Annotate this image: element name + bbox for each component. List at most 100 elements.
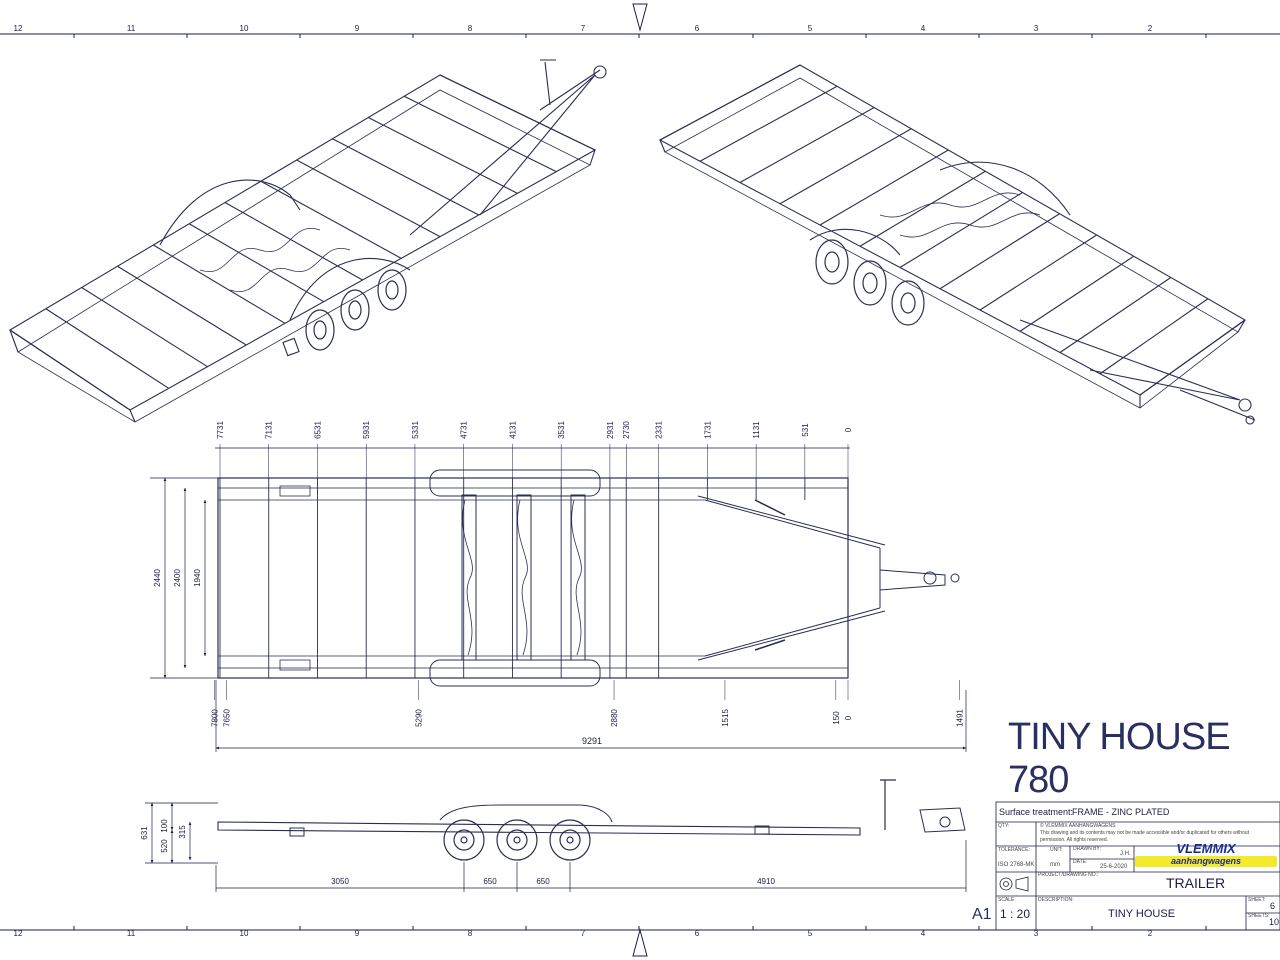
- sheet-label: SHEET:: [1248, 897, 1266, 903]
- top-dim-label: 5931: [362, 421, 371, 439]
- iso-cross-member: [188, 223, 325, 303]
- bottom-dim-label: 5290: [414, 709, 423, 727]
- iso-cross-member: [659, 64, 801, 141]
- top-dim-label: 2931: [606, 421, 615, 439]
- column-label-bottom: 6: [695, 929, 700, 938]
- bottom-dim-label: 150: [832, 711, 841, 725]
- iso-cross-member: [859, 170, 986, 247]
- copyright-line2: This drawing and its contents may not be…: [1040, 830, 1250, 836]
- top-dim-label: 6531: [313, 421, 322, 439]
- iso-cross-member: [117, 265, 247, 346]
- overall-length-label: 9291: [582, 736, 602, 746]
- iso-cross-member: [296, 159, 441, 238]
- width-dim-label: 2440: [153, 569, 162, 587]
- iso-cross-member: [9, 329, 131, 411]
- column-label-bottom: 4: [921, 929, 926, 938]
- bottom-dim-label: 7800: [210, 709, 219, 727]
- side-height-label: 100: [160, 819, 169, 833]
- project-label: PROJECT/DRAWING NO.:: [1038, 872, 1099, 878]
- iso-cross-member: [153, 244, 286, 324]
- iso-cross-member: [1139, 319, 1246, 396]
- column-label-top: 5: [808, 24, 813, 33]
- description-label: DESCRIPTION:: [1038, 897, 1074, 903]
- side-length-label: 650: [483, 877, 497, 886]
- iso-cross-member: [81, 287, 208, 368]
- column-label-top: 8: [468, 24, 473, 33]
- side-length-label: 3050: [331, 877, 349, 886]
- column-label-bottom: 5: [808, 929, 813, 938]
- date-value: 25-6-2020: [1100, 864, 1128, 870]
- top-dim-label: 1731: [703, 421, 712, 439]
- iso-cross-member: [979, 234, 1097, 311]
- bottom-dim-label: 2880: [610, 709, 619, 727]
- surface-label: Surface treatment:: [999, 807, 1074, 817]
- width-dim-label: 2400: [173, 569, 182, 587]
- top-center-mark: [632, 3, 648, 32]
- column-label-bottom: 10: [240, 929, 249, 938]
- width-dim-labels: 2440 2400 1940: [153, 569, 202, 587]
- column-label-top: 10: [240, 24, 249, 33]
- top-view: [217, 469, 960, 687]
- iso-cross-member: [1059, 277, 1172, 353]
- date-label: DATE:: [1073, 859, 1088, 865]
- column-label-bottom: 12: [14, 929, 23, 938]
- sheet-value: 6: [1270, 901, 1276, 911]
- top-dim-label: 3531: [557, 421, 566, 439]
- iso-cross-member: [332, 138, 480, 216]
- bottom-dim-label: 1515: [721, 709, 730, 727]
- sheet-size: A1: [972, 906, 992, 923]
- iso-cross-member: [779, 128, 912, 205]
- iso-left-wheels: [305, 269, 407, 351]
- column-label-bottom: 2: [1148, 929, 1153, 938]
- column-label-top: 6: [695, 24, 700, 33]
- bottom-dim-label: 1491: [955, 709, 964, 727]
- iso-left-cross-members: [9, 74, 596, 411]
- side-view: [217, 779, 966, 861]
- unit-value: mm: [1050, 862, 1060, 868]
- sheets-value: 10: [1269, 917, 1280, 927]
- iso-cross-member: [899, 192, 1023, 268]
- column-label-top: 2: [1148, 24, 1153, 33]
- top-view-cross-members: [219, 478, 849, 678]
- iso-cross-member: [819, 149, 949, 226]
- tolerance-value: ISO 2768-MK: [998, 862, 1035, 868]
- side-height-label: 315: [178, 825, 187, 839]
- iso-cross-member: [368, 117, 518, 194]
- copyright-line1: © VLEMMIX AANHANGWAGENS: [1040, 823, 1116, 829]
- isometric-view-right: [658, 64, 1256, 425]
- top-dim-label: 7731: [216, 421, 225, 439]
- column-label-bottom: 7: [581, 929, 586, 938]
- width-dim-label: 1940: [193, 569, 202, 587]
- drawn-by-value: J.H.: [1120, 851, 1131, 857]
- projection-symbol-icon: [999, 876, 1029, 892]
- column-label-top: 11: [127, 24, 136, 33]
- bottom-dim-label: 0: [844, 715, 853, 720]
- column-label-bottom: 9: [355, 929, 360, 938]
- top-dim-label: 4731: [460, 421, 469, 439]
- side-height-label: 631: [140, 826, 149, 840]
- side-length-label: 650: [536, 877, 550, 886]
- column-label-top: 12: [14, 24, 23, 33]
- column-label-top: 3: [1034, 24, 1039, 33]
- iso-cross-member: [939, 213, 1060, 290]
- top-view-dimensions: [150, 444, 967, 752]
- vlemmix-logo: VLEMMIX: [1176, 841, 1236, 856]
- column-label-bottom: 8: [468, 929, 473, 938]
- side-height-label: 520: [160, 839, 169, 853]
- iso-cross-member: [45, 308, 170, 389]
- iso-cross-member: [739, 107, 875, 183]
- iso-cross-member: [224, 202, 363, 281]
- column-label-top: 7: [581, 24, 586, 33]
- top-dim-label: 531: [801, 423, 810, 437]
- top-dim-label: 0: [844, 427, 853, 432]
- side-view-dimensions: [145, 802, 967, 892]
- top-dim-label: 7131: [265, 421, 274, 439]
- isometric-view-left: [8, 59, 607, 423]
- unit-label: UNIT:: [1050, 847, 1063, 853]
- qty-label: QTY:: [998, 823, 1010, 829]
- iso-right-cross-members: [659, 64, 1246, 396]
